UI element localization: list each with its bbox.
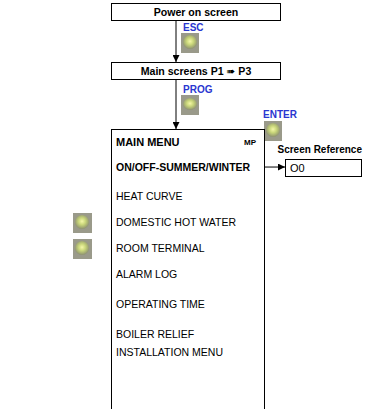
node-text: BOILER RELIEF <box>116 328 194 340</box>
screen-reference-box: Screen ReferenceO0 <box>285 159 362 177</box>
node-text: ROOM TERMINAL <box>116 242 204 254</box>
key-label: ENTER <box>262 109 298 120</box>
flow-arrow <box>176 21 177 62</box>
screen-box: Main screens P1 ➠ P3 <box>111 62 281 80</box>
node-text: DOMESTIC HOT WATER <box>116 216 236 228</box>
flow-arrow <box>265 167 285 168</box>
node-text: ON/OFF-SUMMER/WINTER <box>116 161 250 173</box>
up-button-icon <box>73 213 92 233</box>
node-text: Screen Reference <box>278 144 363 156</box>
prog-button-icon <box>181 95 199 115</box>
node-text: MP <box>244 138 256 147</box>
node-text: INSTALLATION MENU <box>116 346 223 358</box>
node-text: HEAT CURVE <box>116 190 183 202</box>
flow-arrow <box>176 80 177 129</box>
node-text: ALARM LOG <box>116 268 177 280</box>
key-label: ESC <box>182 22 205 33</box>
screen-box: Power on screen <box>111 3 281 21</box>
node-text: O0 <box>290 162 305 175</box>
node-text: Power on screen <box>112 6 280 18</box>
node-text: Main screens P1 ➠ P3 <box>112 65 280 77</box>
enter-button-icon <box>264 121 282 141</box>
down-button-icon <box>73 239 92 259</box>
node-text: OPERATING TIME <box>116 298 205 310</box>
esc-button-icon <box>181 33 199 53</box>
menu-box: MAIN MENU MP ON/OFF-SUMMER/WINTER HEAT CURV… <box>111 129 265 409</box>
node-text: MAIN MENU <box>116 136 180 149</box>
key-label: PROG <box>182 84 213 95</box>
